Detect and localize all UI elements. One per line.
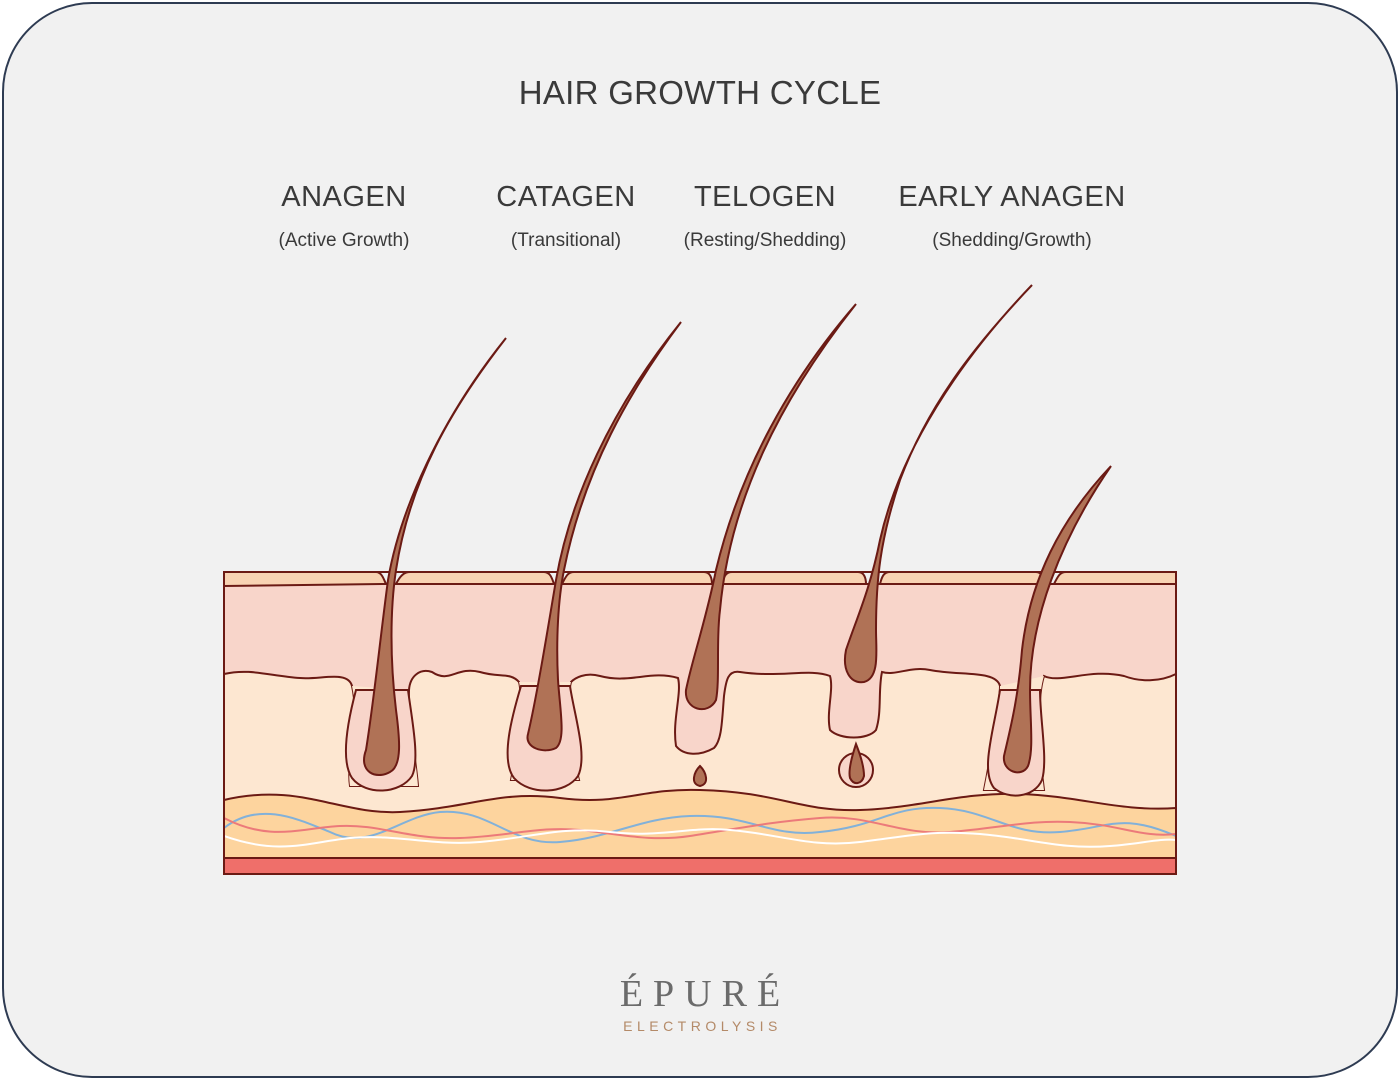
stage-name: EARLY ANAGEN [898, 181, 1126, 213]
stage-early-anagen: EARLY ANAGEN (Shedding/Growth) [852, 181, 1172, 252]
section-border [223, 571, 1177, 875]
diagram-title: HAIR GROWTH CYCLE [518, 74, 882, 111]
hair-telogen [684, 303, 857, 711]
stratum-corneum [1052, 571, 1177, 585]
stage-name: CATAGEN [496, 181, 636, 213]
hair-early-anagen-new [1002, 465, 1112, 774]
lymph-line [224, 828, 1176, 848]
brand-name: ÉPURÉ [619, 973, 791, 1015]
brand-logo: ÉPURÉ ELECTROLYSIS [0, 972, 1400, 1034]
hair-early-anagen-shedding [844, 284, 1033, 684]
stage-anagen: ANAGEN (Active Growth) [184, 181, 504, 252]
new-hair-germ [848, 741, 866, 784]
stage-subtitle: (Resting/Shedding) [683, 230, 847, 251]
blood-vessel-line [224, 816, 1176, 840]
brand-tagline: ELECTROLYSIS [623, 1018, 782, 1034]
fat-layer [223, 788, 1177, 859]
stage-catagen: CATAGEN (Transitional) [406, 181, 726, 252]
stage-subtitle: (Active Growth) [278, 230, 410, 251]
stage-telogen: TELOGEN (Resting/Shedding) [605, 181, 925, 252]
stage-name: TELOGEN [693, 181, 837, 213]
stage-subtitle: (Shedding/Growth) [932, 230, 1092, 251]
hair-catagen [526, 321, 682, 752]
stage-subtitle: (Transitional) [510, 230, 622, 251]
dermal-papilla-telogen [693, 764, 707, 788]
hair-anagen [363, 337, 507, 777]
stage-name: ANAGEN [281, 181, 407, 213]
